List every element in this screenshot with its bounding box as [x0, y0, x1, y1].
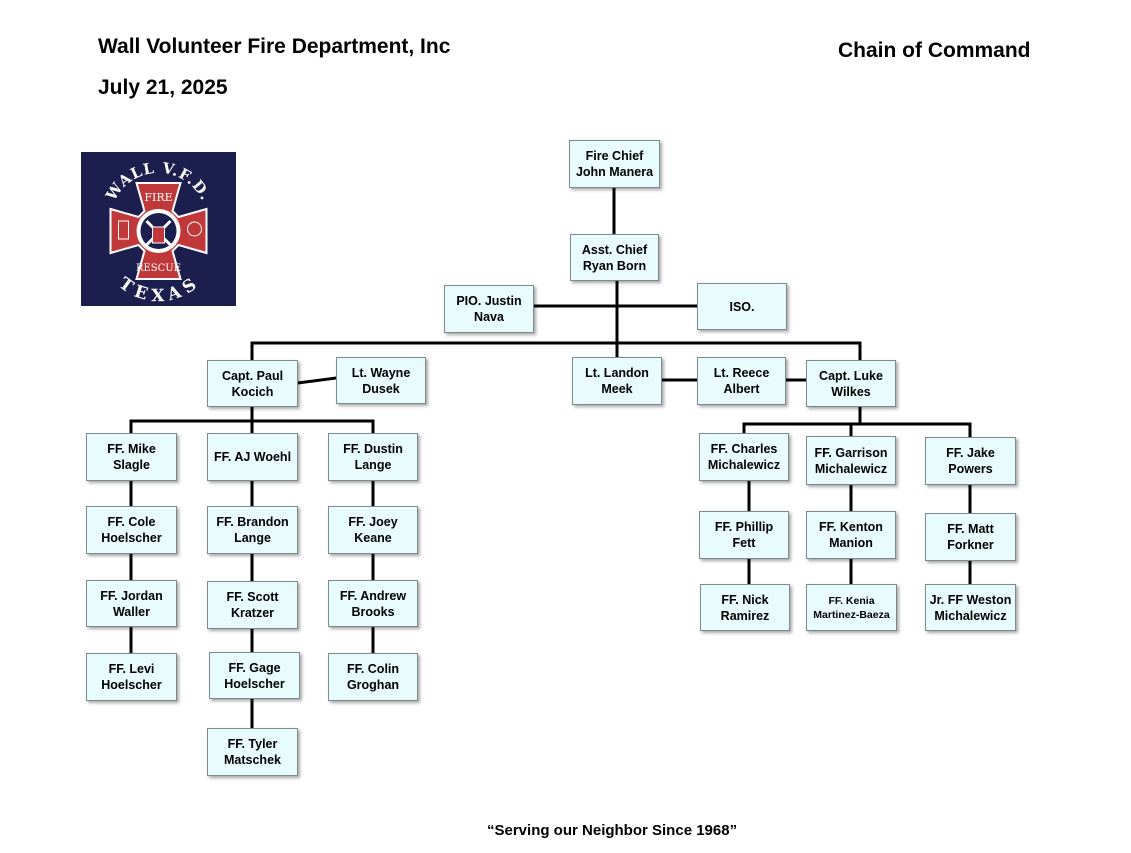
page-title: Chain of Command	[838, 39, 1031, 62]
box-ff-andrew: FF. Andrew Brooks	[328, 580, 418, 627]
svg-text:FIRE: FIRE	[144, 191, 172, 204]
box-ff-aj: FF. AJ Woehl	[207, 433, 298, 481]
box-iso: ISO.	[697, 283, 787, 330]
box-capt-luke: Capt. Luke Wilkes	[806, 360, 896, 407]
box-jr-weston: Jr. FF Weston Michalewicz	[925, 584, 1016, 631]
box-ff-kenton: FF. Kenton Manion	[806, 511, 896, 559]
box-ff-nick: FF. Nick Ramirez	[700, 584, 790, 631]
box-ff-jordan: FF. Jordan Waller	[86, 580, 177, 627]
box-lt-wayne: Lt. Wayne Dusek	[336, 357, 426, 404]
box-fire-chief: Fire Chief John Manera	[569, 140, 660, 188]
box-ff-charles: FF. Charles Michalewicz	[699, 433, 789, 481]
box-pio: PIO. Justin Nava	[444, 285, 534, 333]
box-ff-kenia: FF. Kenia Martinez-Baeza	[806, 584, 897, 631]
box-ff-dustin: FF. Dustin Lange	[328, 433, 418, 481]
box-ff-joey: FF. Joey Keane	[328, 506, 418, 554]
box-lt-landon: Lt. Landon Meek	[572, 357, 662, 405]
box-ff-levi: FF. Levi Hoelscher	[86, 653, 177, 701]
box-capt-paul: Capt. Paul Kocich	[207, 360, 298, 407]
org-title: Wall Volunteer Fire Department, Inc	[98, 35, 451, 58]
box-ff-garrison: FF. Garrison Michalewicz	[806, 436, 896, 485]
org-date: July 21, 2025	[98, 76, 228, 99]
connector-lt-wayne	[296, 376, 338, 385]
box-ff-phillip: FF. Phillip Fett	[699, 511, 789, 559]
box-ff-mike: FF. Mike Slagle	[86, 433, 177, 481]
box-ff-tyler: FF. Tyler Matschek	[207, 728, 298, 776]
department-logo: WALL V.F.D. TEXAS FIRE RESCUE	[81, 152, 236, 306]
box-ff-gage: FF. Gage Hoelscher	[209, 652, 300, 699]
box-ff-colin: FF. Colin Groghan	[328, 653, 418, 701]
svg-text:RESCUE: RESCUE	[136, 263, 181, 274]
box-ff-cole: FF. Cole Hoelscher	[86, 506, 177, 554]
box-ff-jake: FF. Jake Powers	[925, 437, 1016, 485]
footer-motto: “Serving our Neighbor Since 1968”	[487, 822, 738, 839]
box-ff-matt: FF. Matt Forkner	[925, 513, 1016, 561]
box-ff-scott: FF. Scott Kratzer	[207, 581, 298, 629]
box-asst-chief: Asst. Chief Ryan Born	[570, 234, 659, 281]
box-ff-brandon: FF. Brandon Lange	[207, 506, 298, 554]
box-lt-reece: Lt. Reece Albert	[697, 357, 786, 405]
